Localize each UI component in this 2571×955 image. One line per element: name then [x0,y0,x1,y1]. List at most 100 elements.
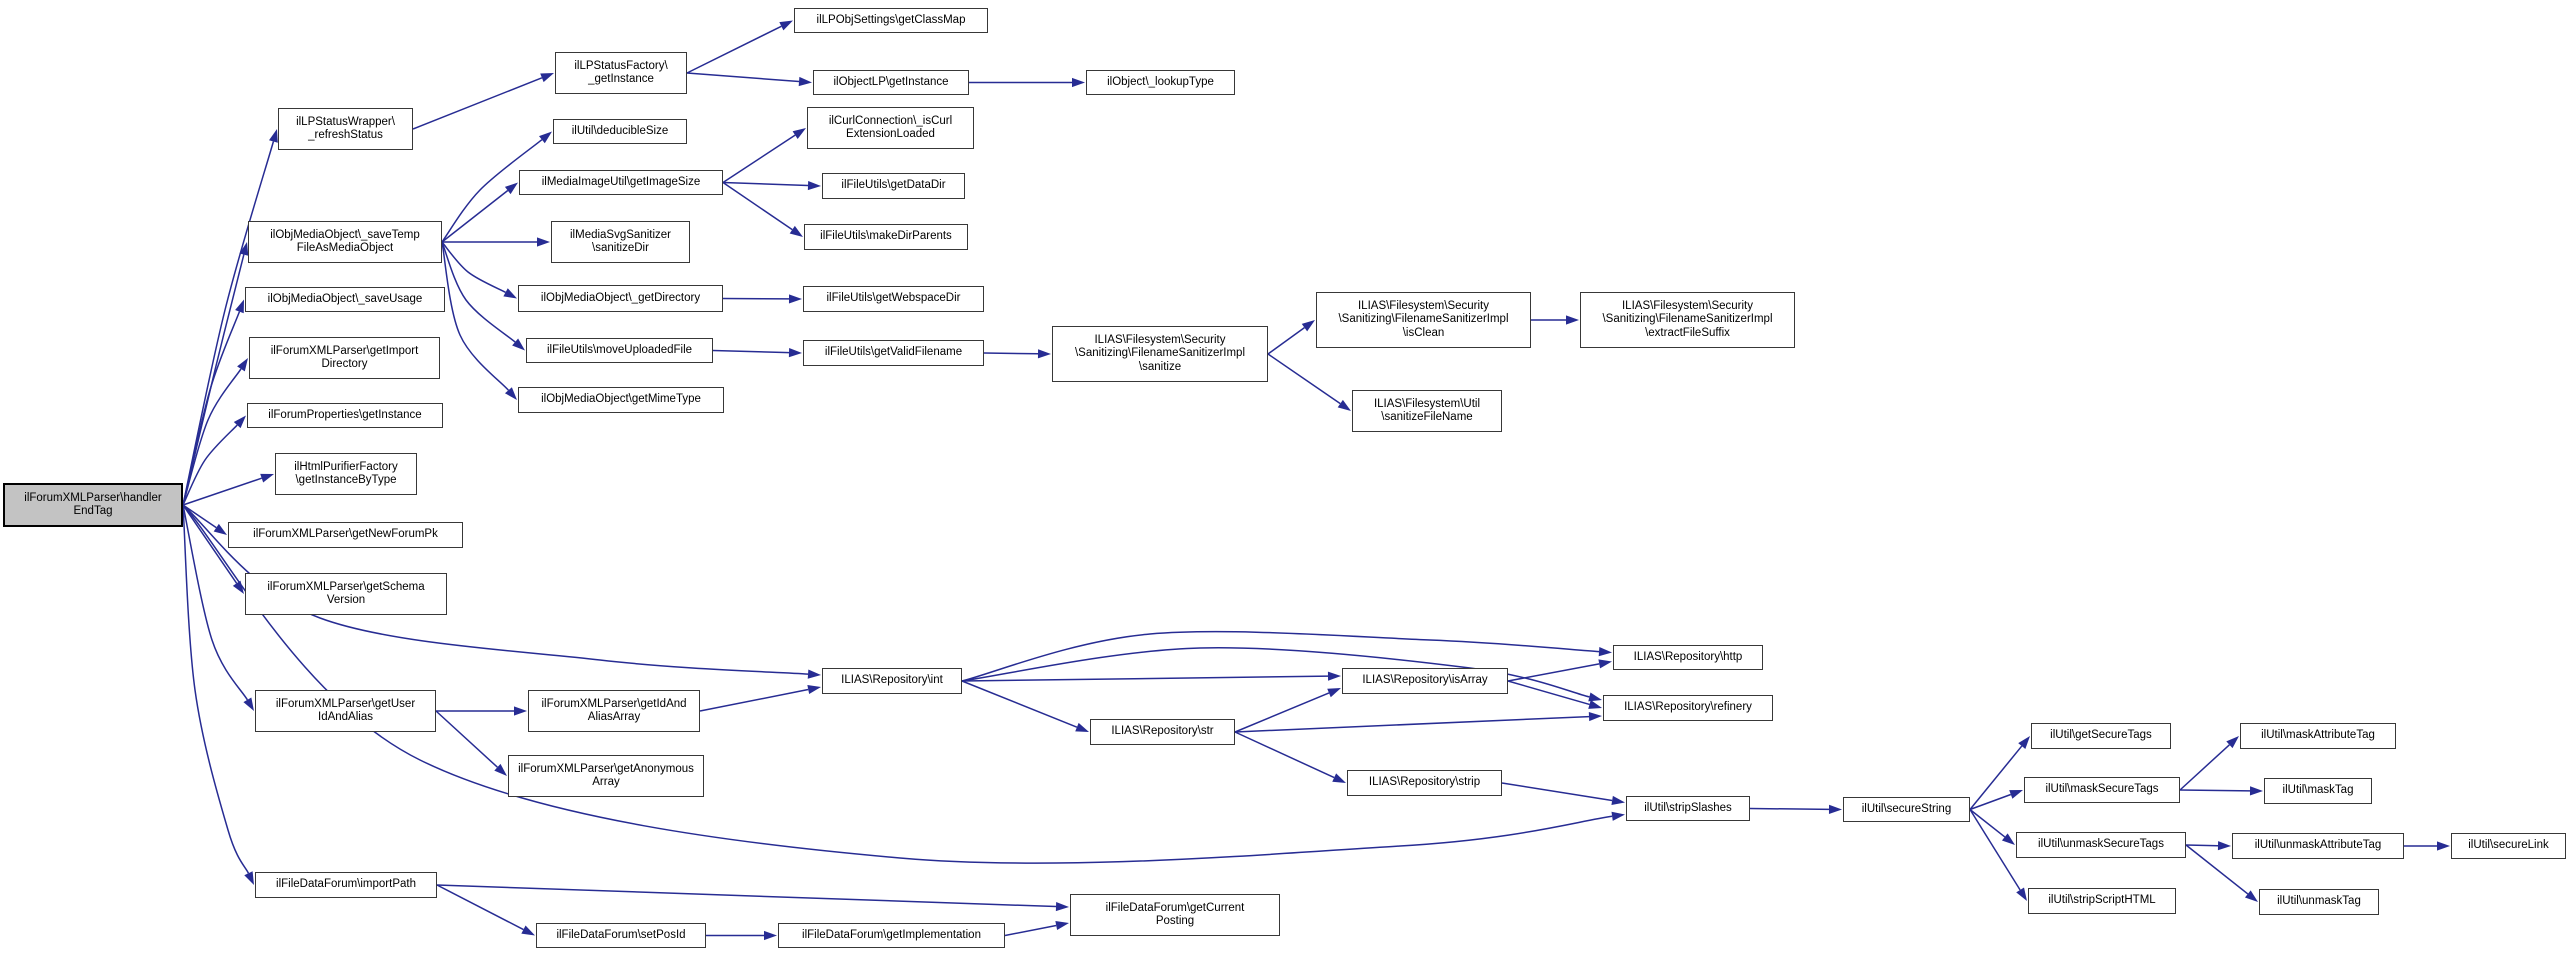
graph-node-stripScriptHTML[interactable]: ilUtil\stripScriptHTML [2028,888,2176,914]
graph-node-webspaceDir[interactable]: ilFileUtils\getWebspaceDir [803,286,984,312]
graph-node-lpFactory[interactable]: ilLPStatusFactory\ _getInstance [555,52,687,94]
graph-node-refreshStatus[interactable]: ilLPStatusWrapper\ _refreshStatus [278,108,413,150]
arrowhead-root-to-stripSlashes [1611,811,1625,821]
arrowhead-str-to-refinery [1588,711,1602,722]
graph-node-getIdAndAliasArray[interactable]: ilForumXMLParser\getIdAnd AliasArray [528,690,700,732]
graph-node-extract[interactable]: ILIAS\Filesystem\Security \Sanitizing\Fi… [1580,292,1795,348]
graph-node-http[interactable]: ILIAS\Repository\http [1613,645,1763,670]
graph-node-mimeType[interactable]: ilObjMediaObject\getMimeType [518,387,724,413]
arrowhead-isArray-to-http [1598,659,1612,669]
graph-node-stripSlashes[interactable]: ilUtil\stripSlashes [1626,796,1750,821]
arrowhead-unmaskSecureTags-to-unmaskAttributeTag [2217,841,2231,851]
graph-node-saveTemp[interactable]: ilObjMediaObject\_saveTemp FileAsMediaOb… [248,221,442,263]
graph-node-getSecureTags[interactable]: ilUtil\getSecureTags [2031,723,2171,749]
graph-node-maskTag[interactable]: ilUtil\maskTag [2264,778,2372,804]
arrowhead-importPath-to-setPosId [521,925,535,936]
arrowhead-maskSecureTags-to-maskTag [2249,786,2263,796]
arrowhead-imageSize-to-curl [792,128,806,139]
edge-importPath-to-setPosId [436,884,524,931]
arrowhead-saveTemp-to-imageSize [504,182,518,195]
edge-root-to-stripSlashes [182,504,1613,864]
arrowhead-saveTemp-to-sanitizeDirNode [537,237,550,247]
edge-lpFactory-to-classMap [686,25,782,74]
edge-imageSize-to-curl [722,134,796,184]
edge-root-to-forumProps [182,424,238,506]
graph-node-isClean[interactable]: ILIAS\Filesystem\Security \Sanitizing\Fi… [1316,292,1531,348]
edge-saveTemp-to-mimeType [441,241,509,391]
graph-node-getAnonymousArray[interactable]: ilForumXMLParser\getAnonymous Array [508,755,704,797]
edge-str-to-strip [1234,731,1335,779]
arrowhead-isClean-to-extract [1566,315,1579,325]
graph-node-getSchemaVersion[interactable]: ilForumXMLParser\getSchema Version [245,573,447,615]
arrowhead-getUserIdAndAlias-to-getAnonymousArray [494,763,507,776]
arrowhead-secureString-to-stripScriptHTML [2016,887,2027,901]
graph-node-refinery[interactable]: ILIAS\Repository\refinery [1603,695,1773,721]
graph-node-makeDirParents[interactable]: ilFileUtils\makeDirParents [804,224,968,250]
graph-node-validFilename[interactable]: ilFileUtils\getValidFilename [803,340,984,366]
graph-node-secureString[interactable]: ilUtil\secureString [1843,797,1970,822]
graph-node-setPosId[interactable]: ilFileDataForum\setPosId [536,923,706,948]
edge-root-to-getImportDirectory [182,368,242,506]
edge-imageSize-to-makeDirParents [722,181,793,231]
arrowhead-sanitize-to-sanitizeFileName [1337,399,1351,411]
graph-node-int[interactable]: ILIAS\Repository\int [822,668,962,694]
graph-node-getImplementation[interactable]: ilFileDataForum\getImplementation [778,923,1005,948]
graph-node-maskSecureTags[interactable]: ilUtil\maskSecureTags [2024,777,2180,803]
edge-sanitize-to-isClean [1267,327,1305,355]
graph-node-getImportDirectory[interactable]: ilForumXMLParser\getImport Directory [249,337,440,379]
edge-root-to-getNewForumPk [182,504,217,529]
graph-node-objectLP[interactable]: ilObjectLP\getInstance [813,70,969,95]
graph-node-maskAttributeTag[interactable]: ilUtil\maskAttributeTag [2240,723,2396,749]
arrowhead-moveUploaded-to-validFilename [788,348,802,358]
graph-node-importPath[interactable]: ilFileDataForum\importPath [255,872,437,898]
edge-int-to-http [961,630,1600,682]
graph-node-getCurrentPosting[interactable]: ilFileDataForum\getCurrent Posting [1070,894,1280,936]
arrowhead-isArray-to-refinery [1588,699,1602,709]
arrowhead-setPosId-to-getImplementation [764,930,777,941]
graph-node-unmaskTag[interactable]: ilUtil\unmaskTag [2259,889,2379,915]
edge-saveTemp-to-getDirectory [441,241,506,293]
graph-node-saveUsage[interactable]: ilObjMediaObject\_saveUsage [245,287,445,312]
graph-node-isArray[interactable]: ILIAS\Repository\isArray [1342,668,1508,694]
edge-saveTemp-to-deducible [441,139,543,243]
graph-node-curl[interactable]: ilCurlConnection\_isCurl ExtensionLoaded [807,107,974,149]
graph-node-sanitizeFileName[interactable]: ILIAS\Filesystem\Util \sanitizeFileName [1352,390,1502,432]
arrowhead-secureString-to-unmaskSecureTags [2001,833,2015,845]
arrowhead-secureString-to-maskSecureTags [2009,790,2023,799]
graph-node-strip[interactable]: ILIAS\Repository\strip [1347,770,1502,796]
graph-node-deducible[interactable]: ilUtil\deducibleSize [553,119,687,144]
graph-node-imageSize[interactable]: ilMediaImageUtil\getImageSize [519,170,723,195]
arrowhead-importPath-to-getCurrentPosting [1055,901,1069,912]
graph-node-unmaskSecureTags[interactable]: ilUtil\unmaskSecureTags [2016,832,2186,858]
graph-node-moveUploaded[interactable]: ilFileUtils\moveUploadedFile [526,338,713,363]
arrowhead-root-to-refreshStatus [268,129,278,143]
arrowhead-stripSlashes-to-secureString [1828,804,1842,814]
arrowhead-root-to-int [807,669,821,679]
graph-node-secureLink[interactable]: ilUtil\secureLink [2451,833,2566,859]
graph-node-sanitizeDirNode[interactable]: ilMediaSvgSanitizer \sanitizeDir [551,221,690,263]
graph-node-sanitize[interactable]: ILIAS\Filesystem\Security \Sanitizing\Fi… [1052,326,1268,382]
graph-node-forumProps[interactable]: ilForumProperties\getInstance [247,403,443,428]
graph-node-str[interactable]: ILIAS\Repository\str [1090,719,1235,745]
graph-node-getUserIdAndAlias[interactable]: ilForumXMLParser\getUser IdAndAlias [255,690,436,732]
arrowhead-strip-to-stripSlashes [1611,795,1625,806]
graph-node-htmlPurifier[interactable]: ilHtmlPurifierFactory \getInstanceByType [275,453,417,495]
arrowhead-imageSize-to-dataDir [807,180,821,191]
graph-node-getDirectory[interactable]: ilObjMediaObject\_getDirectory [518,285,723,312]
graph-node-classMap[interactable]: ilLPObjSettings\getClassMap [794,8,988,33]
arrowhead-saveTemp-to-moveUploaded [512,338,525,351]
graph-node-unmaskAttributeTag[interactable]: ilUtil\unmaskAttributeTag [2232,833,2404,859]
graph-node-lookupType[interactable]: ilObject\_lookupType [1086,70,1235,95]
edge-unmaskSecureTags-to-unmaskAttributeTag [2185,844,2219,847]
arrowhead-int-to-http [1598,647,1612,657]
graph-node-dataDir[interactable]: ilFileUtils\getDataDir [822,173,965,199]
edge-strip-to-stripSlashes [1501,782,1613,802]
graph-node-root: ilForumXMLParser\handler EndTag [3,483,183,527]
edge-secureString-to-stripScriptHTML [1969,809,2021,891]
edge-root-to-importPath [182,504,250,874]
arrowhead-saveTemp-to-deducible [539,131,552,144]
edge-isArray-to-http [1507,663,1600,682]
graph-node-getNewForumPk[interactable]: ilForumXMLParser\getNewForumPk [228,522,463,548]
